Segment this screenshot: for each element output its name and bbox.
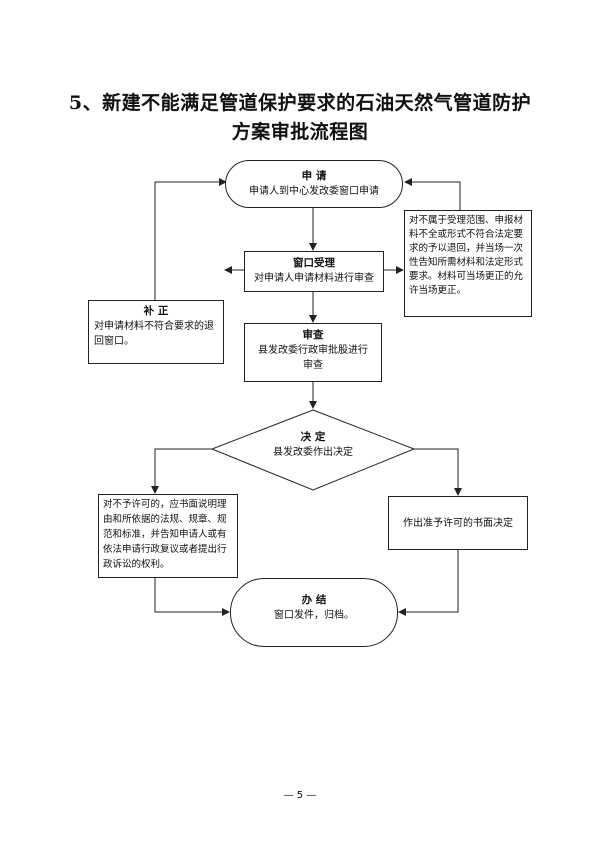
decide-text: 县发改委作出决定 (273, 447, 353, 458)
page-number: — 5 — (283, 790, 317, 801)
arrow-decide-to-deny (151, 448, 212, 494)
arrow-supplement-to-apply (154, 178, 227, 300)
accept-text: 对申请人申请材料进行审查 (254, 273, 374, 284)
review-node: 审查 县发改委行政审批股进行审查 (244, 323, 382, 382)
apply-node: 申 请 申请人到中心发改委窗口申请 (225, 160, 403, 208)
page-subtitle: 方案审批流程图 (231, 121, 369, 143)
apply-text: 申请人到中心发改委窗口申请 (249, 186, 379, 197)
reject-text: 对不属于受理范围、申报材料不全或形式不符合法定要求的予以退回，并当场一次性告知所… (409, 215, 524, 296)
supplement-node: 补 正 对申请材料不符合要求的退回窗口。 (88, 300, 224, 364)
arrow-decide-to-approve (414, 448, 462, 496)
deny-text: 对不予许可的，应书面说明理由和所依据的法规、规章、规范和标准，并告知申请人或有依… (103, 499, 227, 570)
review-text: 县发改委行政审批股进行审查 (258, 345, 368, 371)
decide-diamond (210, 409, 416, 491)
arrow-reject-to-apply (404, 178, 461, 210)
apply-title: 申 请 (301, 170, 327, 182)
finish-title: 办 结 (301, 594, 327, 606)
page-title: 5、新建不能满足管道保护要求的石油天然气管道防护 (68, 92, 532, 114)
accept-title: 窗口受理 (293, 257, 335, 269)
finish-node: 办 结 窗口发件，归档。 (230, 578, 398, 647)
arrow-deny-to-finish (154, 578, 230, 616)
finish-text: 窗口发件，归档。 (274, 610, 354, 621)
deny-node: 对不予许可的，应书面说明理由和所依据的法规、规章、规范和标准，并告知申请人或有依… (98, 494, 238, 578)
approve-node: 作出准予许可的书面决定 (388, 496, 528, 550)
review-title: 审查 (302, 329, 324, 341)
supplement-text: 对申请材料不符合要求的退回窗口。 (94, 321, 214, 347)
decide-node: 决 定 县发改委作出决定 (232, 430, 394, 466)
arrow-approve-to-finish (398, 550, 459, 616)
approve-text: 作出准予许可的书面决定 (403, 518, 513, 529)
decide-title: 决 定 (300, 431, 326, 443)
supplement-title: 补 正 (143, 305, 169, 317)
accept-node: 窗口受理 对申请人申请材料进行审查 (244, 251, 384, 292)
reject-note: 对不属于受理范围、申报材料不全或形式不符合法定要求的予以退回，并当场一次性告知所… (404, 210, 532, 317)
